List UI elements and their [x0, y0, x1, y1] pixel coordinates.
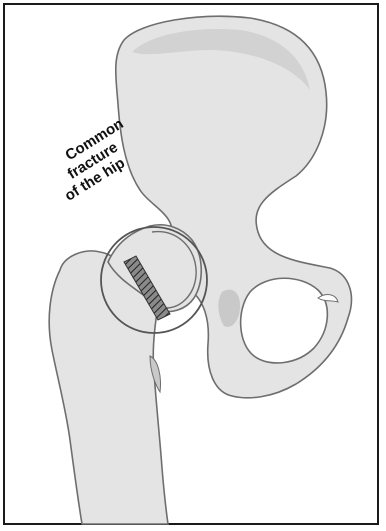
hip-fracture-diagram: Common fracture of the hip [0, 0, 386, 531]
